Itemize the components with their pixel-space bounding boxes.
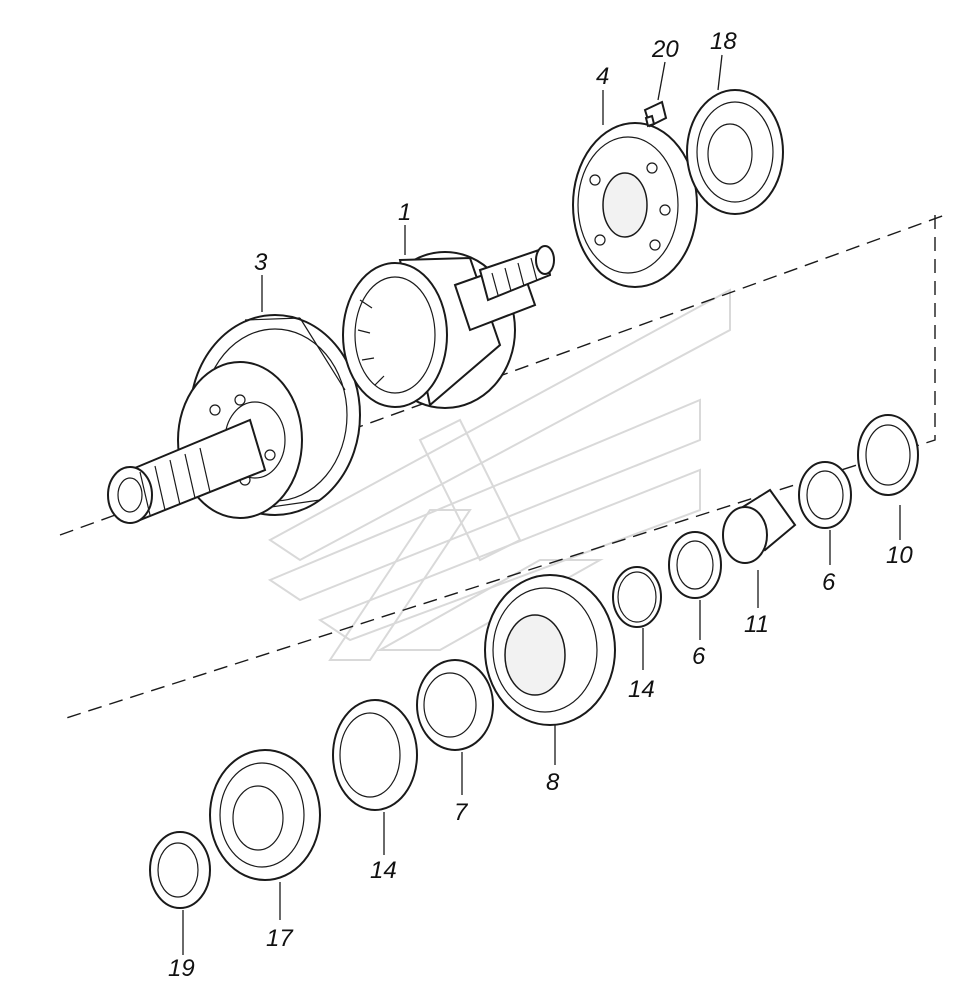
callout-leaders (182, 54, 901, 955)
callout-6-lower: 6 (692, 643, 706, 670)
callout-11: 11 (744, 611, 769, 638)
part-4-bearing-cover (572, 122, 698, 288)
callout-10: 10 (886, 542, 913, 569)
part-14-splined-ring-lower (332, 699, 418, 811)
part-6-needle-bearing-lower (668, 531, 722, 599)
callout-1: 1 (398, 199, 411, 226)
part-10-washer (857, 414, 919, 496)
callout-3: 3 (254, 249, 268, 276)
part-14-snap-ring-upper (612, 566, 662, 628)
part-3-gear-shaft (107, 314, 361, 524)
part-8-helical-gear (484, 574, 616, 726)
callout-8: 8 (546, 769, 560, 796)
part-1-bell-shaft (342, 245, 555, 409)
part-20-bolt (643, 100, 668, 128)
callout-14-upper: 14 (628, 676, 655, 703)
part-19-lock-washer (149, 831, 211, 909)
part-17-roller-bearing (209, 749, 321, 881)
watermark-logo (267, 288, 731, 661)
part-7-sync-hub (416, 659, 494, 751)
callout-19: 19 (168, 955, 195, 982)
callout-6-upper: 6 (822, 569, 836, 596)
part-18-bearing (686, 89, 784, 215)
callout-4: 4 (596, 63, 609, 90)
callout-17: 17 (266, 925, 294, 952)
callout-20: 20 (651, 36, 679, 63)
callout-7: 7 (454, 799, 469, 826)
part-6-needle-bearing-upper (798, 461, 852, 529)
callout-18: 18 (710, 28, 737, 55)
callout-14-lower: 14 (370, 857, 397, 884)
callout-labels: 1 3 4 6 6 7 8 10 11 14 14 17 18 19 20 (168, 28, 913, 982)
part-11-sleeve (722, 488, 797, 564)
